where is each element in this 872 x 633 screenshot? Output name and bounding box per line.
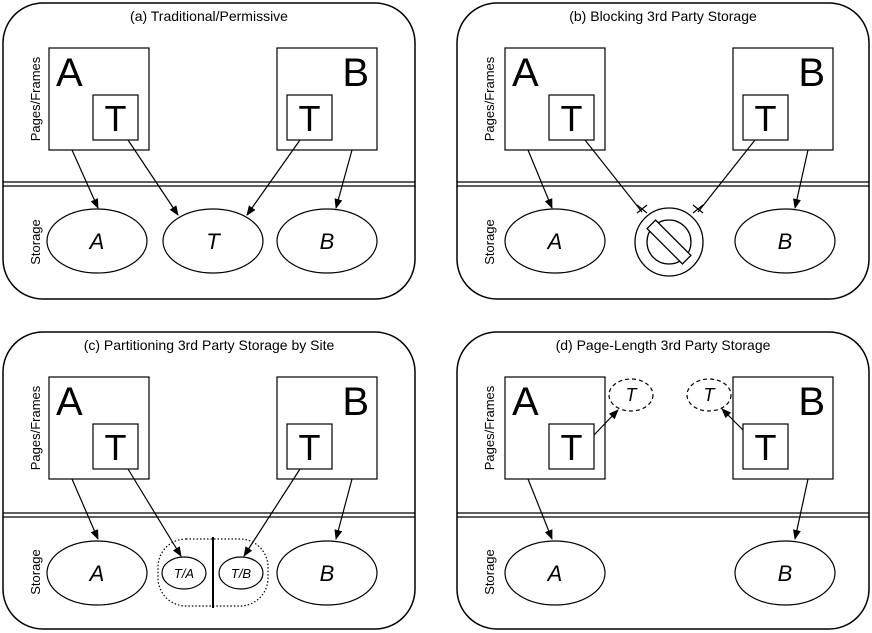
storage-b-label: B bbox=[320, 229, 335, 254]
arrow bbox=[127, 139, 179, 216]
arrow bbox=[593, 409, 619, 436]
storage-ta-label: T/A bbox=[174, 566, 194, 581]
storage-ta-ellipse bbox=[161, 556, 207, 590]
arrow bbox=[71, 149, 99, 209]
pages-frames-label: Pages/Frames bbox=[482, 385, 497, 470]
block-marker bbox=[636, 204, 648, 214]
page-a-label: A bbox=[512, 51, 539, 95]
storage-tb-label: T/B bbox=[231, 566, 252, 581]
storage-tb-ellipse bbox=[218, 556, 264, 590]
arrow bbox=[792, 478, 809, 540]
block-marker bbox=[692, 204, 704, 214]
arrow bbox=[246, 139, 301, 216]
pages-frames-label: Pages/Frames bbox=[482, 56, 497, 141]
tracker-frame-box bbox=[742, 94, 789, 141]
ephemeral-storage-label: T bbox=[704, 385, 717, 405]
storage-b-ellipse bbox=[276, 540, 378, 606]
tracker-frame-label: T bbox=[755, 427, 777, 468]
tracker-frame-label: T bbox=[299, 98, 321, 139]
storage-t-ellipse bbox=[162, 208, 264, 274]
page-b-label: B bbox=[342, 380, 369, 424]
storage-b-ellipse bbox=[734, 208, 836, 274]
tracker-frame-box bbox=[548, 423, 595, 470]
storage-a-label: A bbox=[546, 229, 563, 254]
tracker-frame-box bbox=[286, 94, 333, 141]
panel-c: (c) Partitioning 3rd Party Storage by Si… bbox=[2, 331, 416, 630]
tracker-frame-box bbox=[92, 94, 139, 141]
arrow bbox=[793, 149, 809, 209]
storage-b-label: B bbox=[778, 229, 793, 254]
storage-a-ellipse bbox=[504, 540, 606, 606]
arrow bbox=[71, 478, 99, 540]
page-b-label: B bbox=[342, 51, 369, 95]
page-a-label: A bbox=[56, 51, 83, 95]
blocked-arrow bbox=[584, 139, 643, 213]
storage-label: Storage bbox=[482, 219, 497, 265]
storage-b-label: B bbox=[320, 561, 335, 586]
storage-b-ellipse bbox=[734, 540, 836, 606]
ephemeral-storage-label: T bbox=[626, 385, 639, 405]
pages-frames-label: Pages/Frames bbox=[28, 56, 43, 141]
storage-a-ellipse bbox=[46, 208, 148, 274]
panel-title: (d) Page-Length 3rd Party Storage bbox=[556, 337, 771, 353]
panel-title: (c) Partitioning 3rd Party Storage by Si… bbox=[84, 337, 335, 353]
panel-b: (b) Blocking 3rd Party Storage Pages/Fra… bbox=[456, 2, 870, 300]
page-a-label: A bbox=[56, 380, 83, 424]
storage-a-label: A bbox=[546, 561, 563, 586]
tracker-frame-box bbox=[742, 423, 789, 470]
blocked-icon bbox=[634, 207, 704, 277]
storage-a-ellipse bbox=[46, 540, 148, 606]
tracker-frame-label: T bbox=[561, 427, 583, 468]
arrow bbox=[527, 478, 553, 540]
arrow bbox=[721, 408, 744, 431]
storage-a-label: A bbox=[88, 561, 105, 586]
tracker-frame-box bbox=[548, 94, 595, 141]
arrow bbox=[243, 468, 301, 557]
storage-label: Storage bbox=[28, 549, 43, 595]
arrow bbox=[127, 468, 182, 557]
tracker-frame-label: T bbox=[561, 98, 583, 139]
page-b-label: B bbox=[798, 51, 825, 95]
blocked-arrow bbox=[697, 139, 756, 213]
arrow bbox=[334, 149, 353, 209]
panel-title: (b) Blocking 3rd Party Storage bbox=[569, 8, 757, 24]
ephemeral-storage-ellipse bbox=[686, 378, 732, 412]
ephemeral-storage-ellipse bbox=[608, 378, 654, 412]
tracker-frame-box bbox=[286, 423, 333, 470]
tracker-frame-label: T bbox=[299, 427, 321, 468]
arrow bbox=[527, 149, 553, 209]
storage-a-ellipse bbox=[504, 208, 606, 274]
tracker-frame-label: T bbox=[755, 98, 777, 139]
panel-d: (d) Page-Length 3rd Party Storage Pages/… bbox=[456, 331, 870, 630]
pages-frames-label: Pages/Frames bbox=[28, 385, 43, 470]
panel-a: (a) Traditional/Permissive Pages/Frames … bbox=[2, 2, 416, 300]
page-b-label: B bbox=[798, 380, 825, 424]
page-a-label: A bbox=[512, 380, 539, 424]
storage-label: Storage bbox=[28, 219, 43, 265]
storage-b-ellipse bbox=[276, 208, 378, 274]
tracker-frame-label: T bbox=[105, 98, 127, 139]
storage-a-label: A bbox=[88, 229, 105, 254]
tracker-frame-box bbox=[92, 423, 139, 470]
panel-title: (a) Traditional/Permissive bbox=[130, 8, 288, 24]
tracker-frame-label: T bbox=[105, 427, 127, 468]
storage-t-label: T bbox=[206, 229, 221, 254]
storage-b-label: B bbox=[778, 561, 793, 586]
arrow bbox=[334, 478, 353, 540]
storage-label: Storage bbox=[482, 549, 497, 595]
